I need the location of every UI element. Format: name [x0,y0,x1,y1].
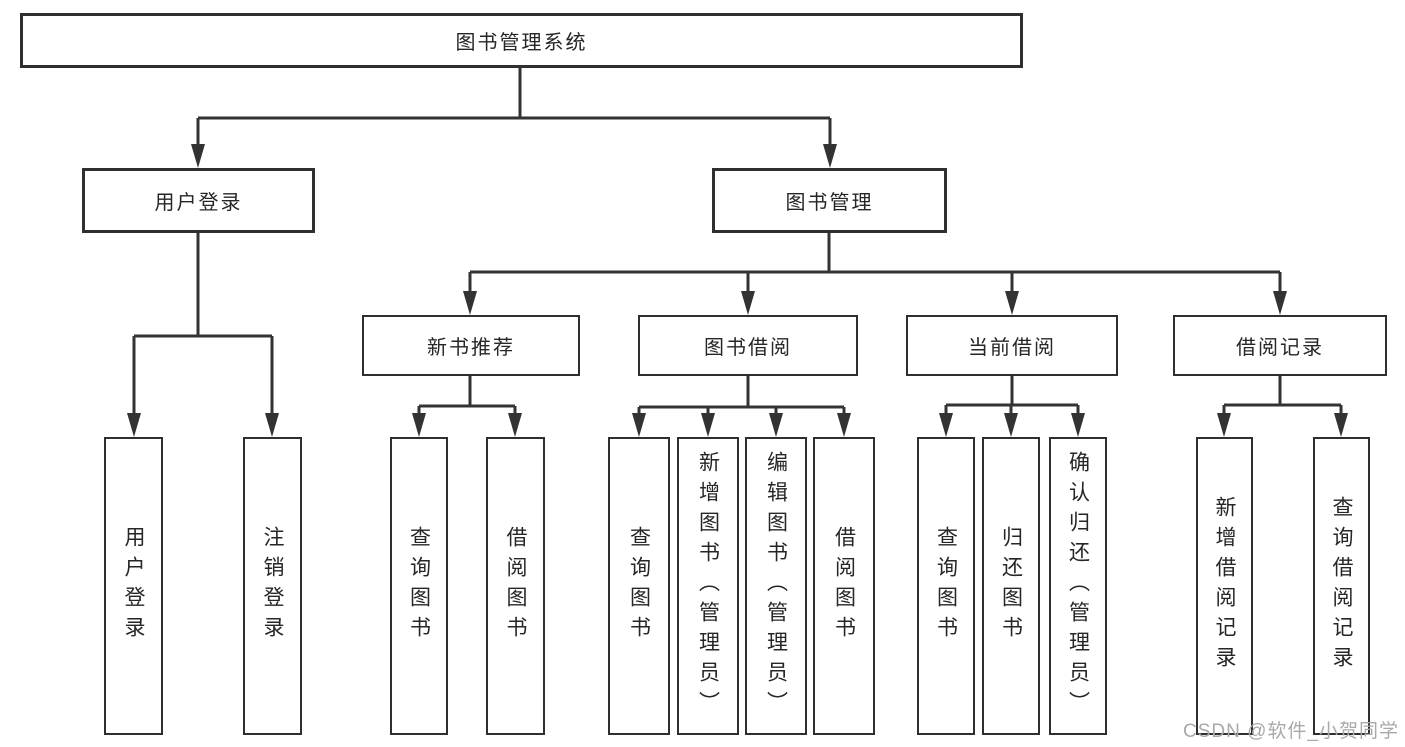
leaf-label: 查询借阅记录 [1330,496,1353,676]
leaf-user-login: 用户登录 [104,437,163,735]
node-root-system: 图书管理系统 [20,13,1023,68]
leaf-label: 用户登录 [122,526,145,646]
arrow-icon [1005,291,1019,315]
leaf-label: 归还图书 [999,526,1023,646]
leaf-add-borrow-record: 新增借阅记录 [1196,437,1253,735]
arrow-icon [265,413,279,437]
node-user-login: 用户登录 [82,168,315,233]
leaf-borrow-books: 借阅图书 [813,437,875,735]
arrow-icon [1273,291,1287,315]
arrow-icon [701,413,715,437]
leaf-confirm-return-admin: 确认归还（管理员） [1049,437,1107,735]
arrow-icon [1071,413,1085,437]
leaf-label: 借阅图书 [504,526,527,646]
arrow-icon [632,413,646,437]
arrow-icon [191,144,205,168]
leaf-label: 编辑图书（管理员） [764,451,788,721]
connector-book-management [468,233,1282,293]
leaf-label: 借阅图书 [832,526,856,646]
connector-new-book-recommend [417,376,517,415]
connector-current-borrow [944,376,1080,415]
leaf-query-books-current: 查询图书 [917,437,975,735]
leaf-edit-books-admin: 编辑图书（管理员） [745,437,807,735]
node-current-borrow: 当前借阅 [906,315,1118,376]
arrow-icon [1004,413,1018,437]
connector-user-login [132,233,274,415]
arrow-icon [127,413,141,437]
node-new-book-recommend: 新书推荐 [362,315,580,376]
arrow-icon [837,413,851,437]
leaf-add-books-admin: 新增图书（管理员） [677,437,739,735]
leaf-label: 新增图书（管理员） [696,451,720,721]
leaf-query-books-borrow: 查询图书 [608,437,670,735]
leaf-label: 查询图书 [934,526,958,646]
leaf-label: 确认归还（管理员） [1066,451,1090,721]
arrow-icon [463,291,477,315]
arrow-icon [823,144,837,168]
arrow-icon [1217,413,1231,437]
leaf-query-borrow-record: 查询借阅记录 [1313,437,1370,735]
leaf-label: 注销登录 [261,526,284,646]
leaf-borrow-books-recommend: 借阅图书 [486,437,545,735]
node-borrow-records: 借阅记录 [1173,315,1387,376]
arrow-icon [769,413,783,437]
leaf-query-books-recommend: 查询图书 [390,437,448,735]
csdn-watermark: CSDN @软件_小贺同学 [1183,721,1399,742]
node-book-borrow: 图书借阅 [638,315,858,376]
connector-root [196,68,832,146]
arrow-icon [939,413,953,437]
leaf-label: 新增借阅记录 [1213,496,1236,676]
arrow-icon [1334,413,1348,437]
arrow-icon [412,413,426,437]
leaf-logout: 注销登录 [243,437,302,735]
leaf-label: 查询图书 [627,526,651,646]
connector-book-borrow [637,376,846,415]
leaf-label: 查询图书 [407,526,431,646]
connector-borrow-records [1222,376,1343,415]
leaf-return-books: 归还图书 [982,437,1040,735]
arrow-icon [508,413,522,437]
node-book-management: 图书管理 [712,168,947,233]
arrow-icon [741,291,755,315]
